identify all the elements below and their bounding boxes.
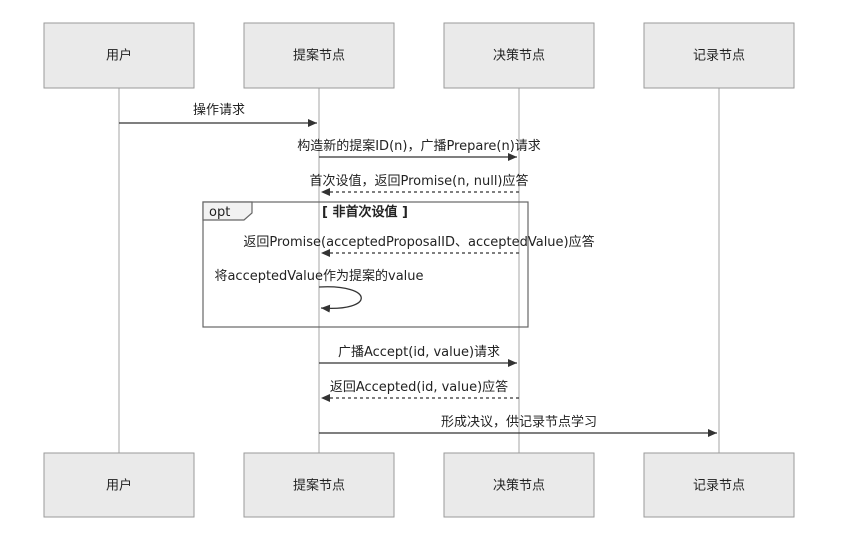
message-7: 返回Accepted(id, value)应答: [321, 379, 519, 402]
message-5-self: 将acceptedValue作为提案的value: [214, 268, 424, 313]
participant-label: 提案节点: [293, 478, 345, 494]
message-label: 广播Accept(id, value)请求: [338, 345, 500, 360]
message-label: 返回Promise(acceptedProposalID、acceptedVal…: [243, 234, 594, 250]
frame-kind-label: opt: [209, 205, 230, 220]
message-6: 广播Accept(id, value)请求: [319, 345, 517, 367]
participant-label: 记录节点: [693, 479, 745, 494]
message-3: 首次设值，返回Promise(n, null)应答: [309, 173, 529, 196]
participant-label: 提案节点: [293, 48, 345, 64]
participant-acceptor-bottom: 决策节点: [443, 452, 595, 518]
frame-condition: [ 非首次设值 ]: [322, 204, 408, 220]
message-1: 操作请求: [119, 102, 317, 127]
participant-user-top: 用户: [43, 22, 195, 89]
participant-acceptor-top: 决策节点: [443, 22, 595, 89]
message-2: 构造新的提案ID(n)，广播Prepare(n)请求: [297, 138, 541, 161]
message-label: 将acceptedValue作为提案的value: [214, 268, 423, 284]
message-label: 构造新的提案ID(n)，广播Prepare(n)请求: [297, 138, 541, 154]
participant-learner-top: 记录节点: [643, 22, 795, 89]
participant-label: 用户: [106, 478, 132, 494]
message-label: 返回Accepted(id, value)应答: [330, 379, 508, 395]
participant-proposer-top: 提案节点: [243, 22, 395, 89]
message-label: 形成决议，供记录节点学习: [441, 414, 597, 430]
message-label: 操作请求: [193, 102, 245, 118]
participant-label: 决策节点: [493, 48, 545, 64]
participant-user-bottom: 用户: [43, 452, 195, 518]
message-8: 形成决议，供记录节点学习: [319, 414, 717, 437]
participant-proposer-bottom: 提案节点: [243, 452, 395, 518]
message-4: 返回Promise(acceptedProposalID、acceptedVal…: [243, 234, 595, 257]
participant-learner-bottom: 记录节点: [643, 452, 795, 518]
participant-label: 用户: [106, 48, 132, 64]
participant-label: 决策节点: [493, 478, 545, 494]
message-label: 首次设值，返回Promise(n, null)应答: [309, 173, 528, 189]
opt-frame: opt [ 非首次设值 ]: [202, 201, 529, 328]
participant-label: 记录节点: [693, 49, 745, 64]
self-loop-arrow: [318, 286, 362, 313]
